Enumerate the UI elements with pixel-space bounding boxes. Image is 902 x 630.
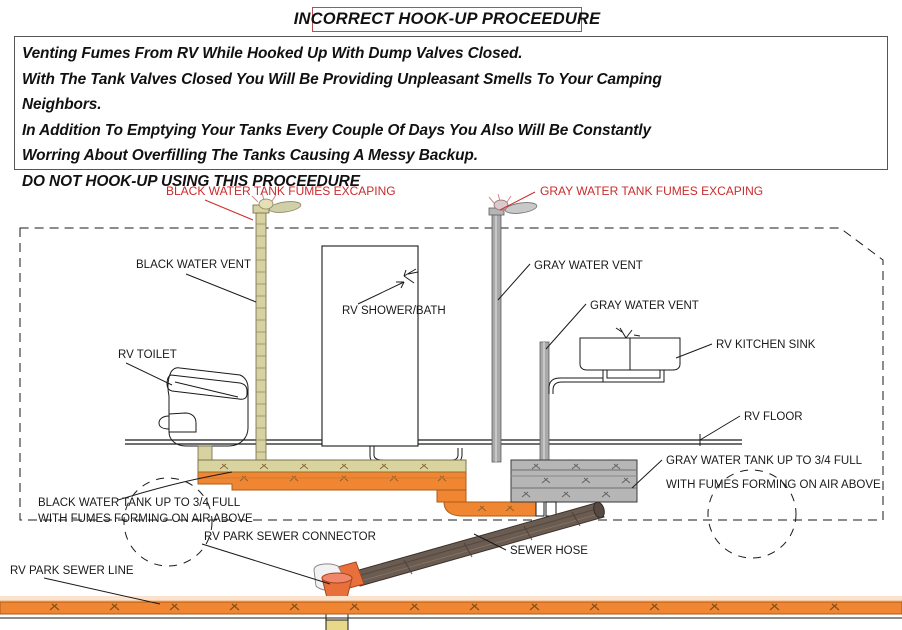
black-water-vent-pipe: [255, 211, 267, 463]
label-gray-fumes: GRAY WATER TANK FUMES EXCAPING: [540, 184, 763, 198]
label-black-vent: BLACK WATER VENT: [136, 259, 251, 271]
page-title-box: INCORRECT HOOK-UP PROCEEDURE: [294, 7, 600, 32]
leader-black-vent: [185, 273, 257, 303]
rv-toilet: [158, 367, 249, 465]
leader-gray-tank: [631, 459, 663, 489]
notice-line-2: With The Tank Valves Closed You Will Be …: [22, 70, 662, 88]
leader-rv-shower: [357, 281, 405, 305]
label-rv-floor: RV FLOOR: [744, 411, 803, 423]
label-rv-toilet: RV TOILET: [118, 349, 177, 361]
black-tank-fume-cloud: [123, 477, 213, 567]
label-sewer-connector: RV PARK SEWER CONNECTOR: [204, 531, 376, 543]
notice-line-4: In Addition To Emptying Your Tanks Every…: [22, 121, 651, 139]
label-gray-tank-line2: WITH FUMES FORMING ON AIR ABOVE: [666, 479, 881, 491]
label-sewer-line: RV PARK SEWER LINE: [10, 565, 134, 577]
gray-tank-fume-cloud: [707, 469, 797, 559]
rv-body-outline: [19, 227, 884, 521]
leader-gray-vent-top: [497, 263, 531, 301]
label-gray-tank-line1: GRAY WATER TANK UP TO 3/4 FULL: [666, 455, 863, 467]
leader-gray-vent-lower: [545, 303, 587, 350]
notice-line-6: DO NOT HOOK-UP USING THIS PROCEEDURE: [22, 172, 360, 190]
label-black-tank-line1: BLACK WATER TANK UP TO 3/4 FULL: [38, 497, 241, 509]
rv-park-sewer-line: [0, 596, 902, 619]
leader-rv-floor: [699, 415, 741, 441]
notice-line-3: Neighbors.: [22, 96, 102, 113]
gray-water-vent-pipe-tall: [491, 213, 502, 463]
gray-water-tank: [510, 459, 638, 517]
leader-rv-kitchen-sink: [675, 343, 713, 359]
leader-black-tank: [117, 471, 233, 501]
leader-rv-toilet: [125, 362, 173, 386]
black-vent-fumes-icon: [251, 192, 302, 214]
label-gray-vent-top: GRAY WATER VENT: [534, 260, 643, 272]
rv-kitchen-sink: [548, 327, 681, 394]
notice-line-1: Venting Fumes From RV While Hooked Up Wi…: [22, 45, 523, 62]
label-black-fumes: BLACK WATER TANK FUMES EXCAPING: [166, 184, 396, 198]
rv-hookup-diagram: BLACK WATER TANK FUMES EXCAPING GRAY WAT…: [0, 184, 902, 630]
label-rv-shower: RV SHOWER/BATH: [342, 305, 446, 317]
leader-black-fumes: [204, 199, 254, 221]
label-rv-kitchen-sink: RV KITCHEN SINK: [716, 339, 816, 351]
leader-sewer-hose: [473, 533, 507, 551]
label-black-tank-line2: WITH FUMES FORMING ON AIR ABOVE: [38, 513, 253, 525]
leader-rv-shower-arrow: [396, 281, 405, 289]
page-title: INCORRECT HOOK-UP PROCEEDURE: [293, 10, 601, 28]
gray-vent-fumes-icon: [488, 193, 538, 216]
leader-sewer-line: [43, 577, 161, 605]
leader-sewer-connector: [201, 543, 331, 585]
notice-box: Venting Fumes From RV While Hooked Up Wi…: [14, 36, 888, 190]
notice-line-5: Worring About Overfilling The Tanks Caus…: [22, 147, 478, 164]
label-gray-vent-lower: GRAY WATER VENT: [590, 300, 699, 312]
label-sewer-hose: SEWER HOSE: [510, 545, 588, 557]
black-water-tank: [197, 459, 467, 503]
rv-shower-bath: [321, 245, 463, 465]
gray-water-vent-pipe-lower: [539, 341, 550, 463]
leader-gray-fumes: [499, 191, 536, 211]
black-tank-outlet-elbow: [436, 489, 545, 517]
